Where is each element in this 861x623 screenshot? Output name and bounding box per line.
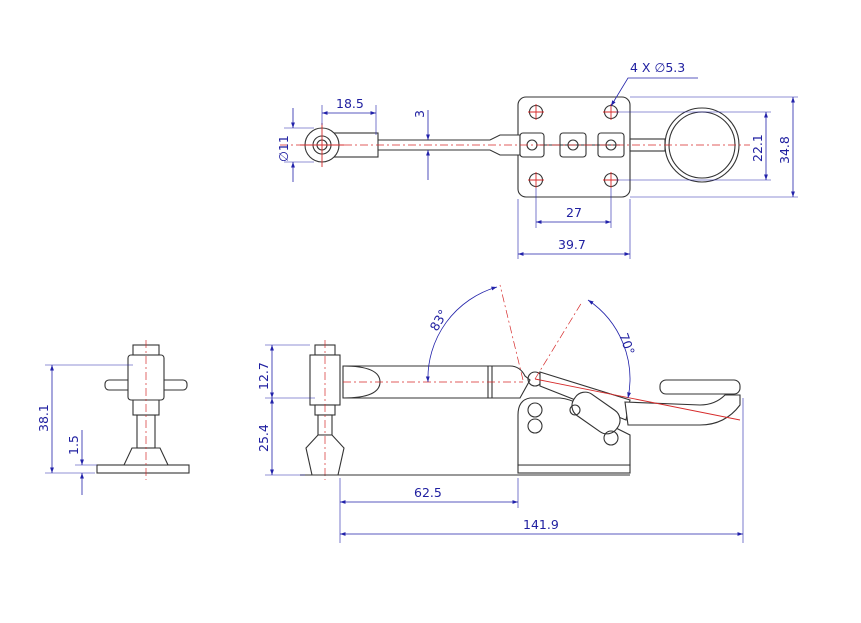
dim-angle-83: 83° [427, 307, 451, 334]
dim-34-8: 34.8 [777, 136, 792, 164]
dim-62-5: 62.5 [414, 485, 442, 500]
side-view: 83° 70° 12.7 25.4 62.5 141.9 [256, 284, 744, 543]
dim-12-7: 12.7 [256, 362, 271, 390]
top-view: 18.5 3 ∅11 4 X ∅5.3 27 39.7 22.1 34.8 [276, 60, 798, 259]
side-handle [624, 394, 741, 426]
dim-141-9: 141.9 [523, 517, 559, 532]
end-view: 38.1 1.5 [36, 340, 190, 495]
dim-diameter-11: ∅11 [276, 135, 291, 162]
dim-39-7: 39.7 [558, 237, 586, 252]
dim-27: 27 [566, 205, 582, 220]
end-base-plate [96, 464, 190, 474]
dim-38-1: 38.1 [36, 404, 51, 432]
side-base-plate [517, 464, 631, 474]
dim-angle-70: 70° [616, 331, 638, 357]
dim-hole-spec: 4 X ∅5.3 [630, 60, 685, 75]
dim-3: 3 [412, 110, 427, 118]
dim-22-1: 22.1 [750, 134, 765, 162]
dim-1-5: 1.5 [66, 435, 81, 455]
side-spindle [305, 340, 345, 480]
dim-25-4: 25.4 [256, 424, 271, 452]
dim-18-5: 18.5 [336, 96, 364, 111]
